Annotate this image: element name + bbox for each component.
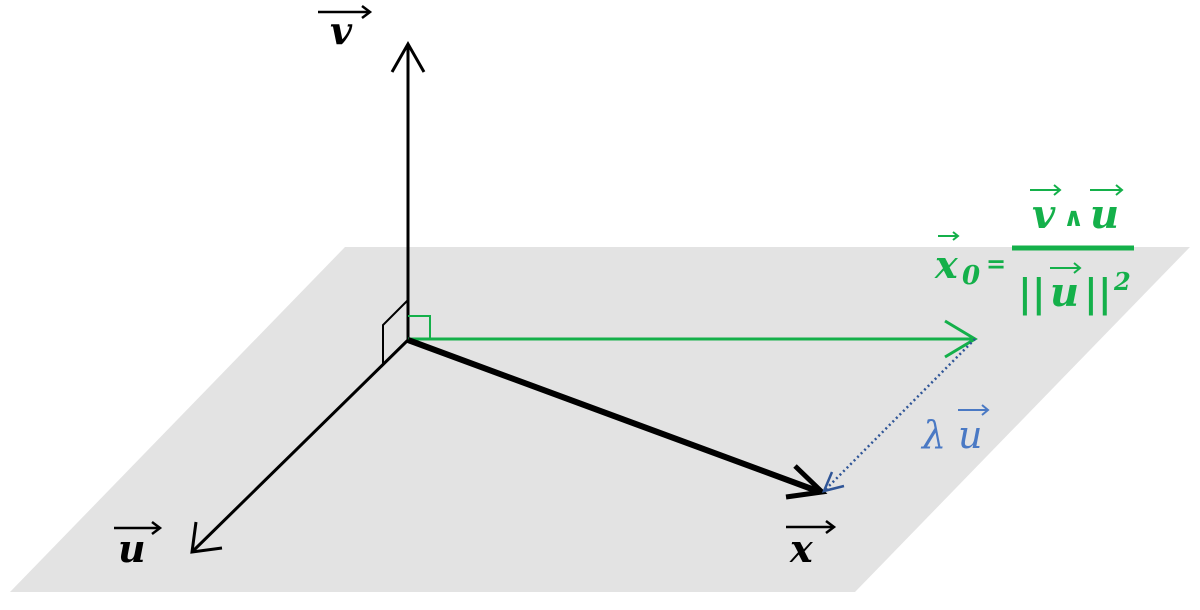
x0-label-text: x [934, 242, 959, 287]
right-angle-uv [382, 299, 409, 368]
norm-open: || [1018, 270, 1046, 315]
denominator-u: u [1050, 269, 1079, 316]
v-arrowhead [390, 40, 426, 73]
lambda-u-arrowhead [821, 471, 845, 493]
u-axis [190, 338, 410, 554]
lambda-u-vector [824, 338, 976, 491]
x0-formula: x 0 = v ∧ u || u || 2 [934, 184, 1134, 316]
x-arrowhead [785, 464, 828, 500]
lambda-u-label: λ u [920, 404, 990, 457]
wedge-symbol: ∧ [1063, 203, 1084, 233]
u-label-text: u [118, 526, 146, 571]
norm-exponent: 2 [1113, 267, 1131, 296]
norm-close: || [1084, 270, 1112, 315]
u-arrowhead [190, 521, 223, 554]
u-label: u [114, 521, 163, 571]
lambda-symbol: λ [920, 413, 946, 457]
v-label-text: v [330, 8, 353, 53]
numerator-v: v [1032, 191, 1056, 238]
numerator-u: u [1090, 191, 1119, 238]
equals-sign: = [986, 249, 1006, 278]
v-label: v [318, 5, 373, 53]
x-vector [406, 337, 822, 495]
right-angle-x0 [408, 315, 431, 339]
x0-subscript: 0 [962, 261, 980, 291]
x-label-text: x [789, 526, 814, 571]
lambda-u-text: u [958, 413, 982, 457]
x-label: x [786, 520, 837, 571]
plane [10, 247, 1190, 592]
